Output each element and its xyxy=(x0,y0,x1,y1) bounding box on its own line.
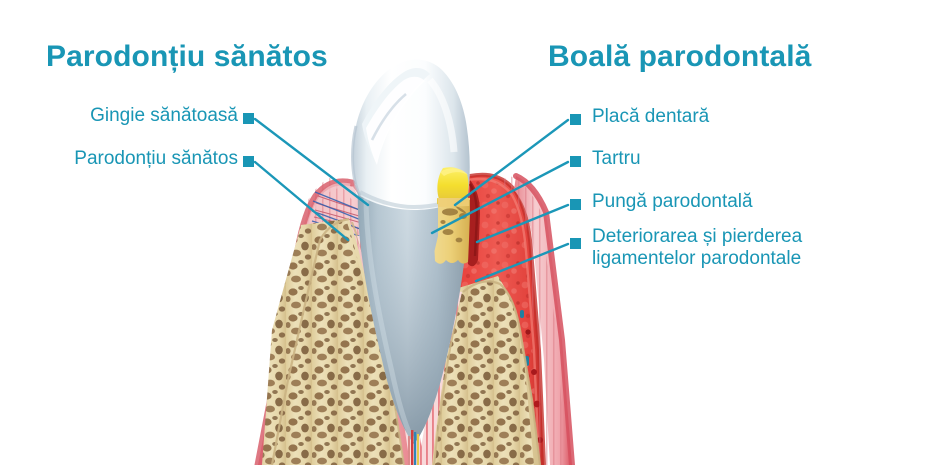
label-healthy-gingiva: Gingie sănătoasă xyxy=(90,105,238,126)
label-dental-plaque: Placă dentară xyxy=(592,106,710,127)
label-periodontal-pocket: Pungă parodontală xyxy=(592,191,753,212)
label-healthy-periodontium: Parodonțiu sănătos xyxy=(74,148,238,169)
bullet-periodontal-pocket xyxy=(570,199,581,210)
bullet-dental-calculus xyxy=(570,156,581,167)
title-periodontal-disease: Boală parodontală xyxy=(548,40,812,73)
label-dental-calculus: Tartru xyxy=(592,148,641,169)
bullet-healthy-periodontium xyxy=(243,156,254,167)
label-ligament-loss: Deteriorarea și pierderea ligamentelor p… xyxy=(592,226,803,269)
title-healthy-periodontium: Parodonțiu sănătos xyxy=(46,40,328,73)
bullet-healthy-gingiva xyxy=(243,113,254,124)
pulp-canal xyxy=(408,430,419,465)
dental-calculus xyxy=(434,198,471,264)
bullet-dental-plaque xyxy=(570,114,581,125)
bullet-ligament-loss xyxy=(570,238,581,249)
